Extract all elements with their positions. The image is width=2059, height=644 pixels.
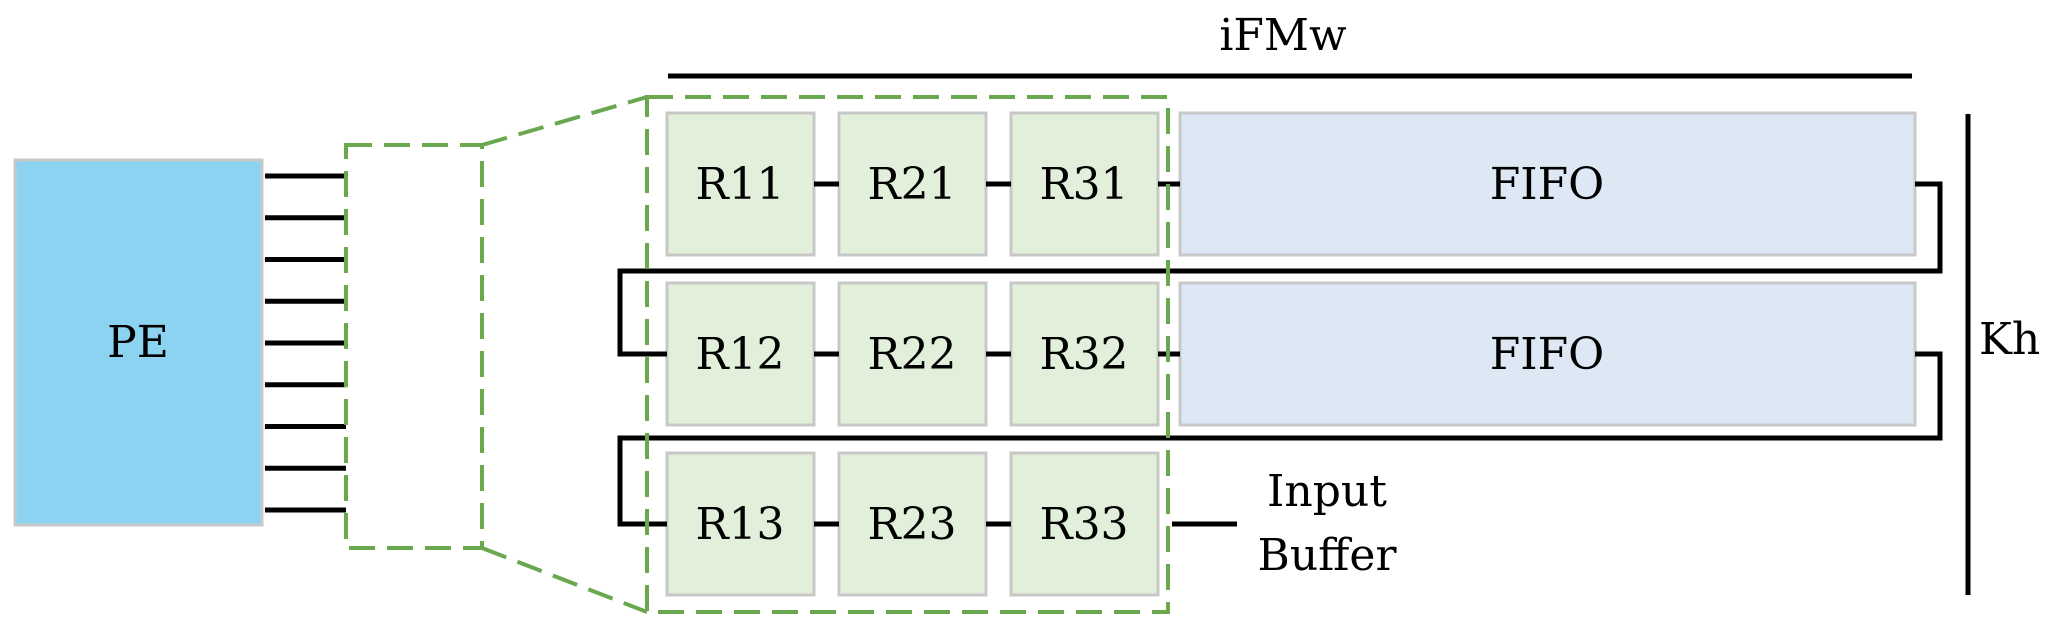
register-r32-label: R32 [1039, 329, 1128, 380]
register-r11 [665, 111, 816, 257]
fifo-row-2-label: FIFO [1490, 329, 1605, 380]
window-zoom-box [344, 143, 484, 550]
register-r21 [837, 111, 988, 257]
register-r23 [837, 451, 988, 597]
buffer-row-3: R13 R23 R33 [665, 451, 1160, 597]
register-r33 [1009, 451, 1160, 597]
register-r12 [665, 281, 816, 427]
width-label: iFMw [1219, 10, 1347, 61]
register-r32 [1009, 281, 1160, 427]
fifo-row-1 [1178, 111, 1917, 257]
register-r22 [837, 281, 988, 427]
register-r12-label: R12 [695, 329, 784, 380]
input-buffer-label-line1: Input [1267, 466, 1387, 517]
input-buffer-label-line2: Buffer [1257, 530, 1397, 581]
register-connections [814, 181, 1180, 527]
zoom-line-top [481, 95, 648, 147]
register-r11-label: R11 [695, 159, 784, 210]
register-r13-label: R13 [695, 499, 784, 550]
register-r13 [665, 451, 816, 597]
register-r31 [1009, 111, 1160, 257]
pe-input-arrows [264, 173, 346, 513]
zoom-line-bottom [481, 546, 648, 614]
register-r21-label: R21 [867, 159, 956, 210]
pe-label: PE [107, 317, 169, 368]
fifo-row-1-label: FIFO [1490, 159, 1605, 210]
register-r23-label: R23 [867, 499, 956, 550]
feedback-wire-row1-to-row2 [617, 181, 1943, 357]
feedback-wire-row2-to-row3 [617, 351, 1943, 527]
register-r33-label: R33 [1039, 499, 1128, 550]
pe-block: PE [13, 158, 264, 527]
register-r22-label: R22 [867, 329, 956, 380]
height-label: Kh [1979, 314, 2040, 365]
sliding-window-outline [645, 95, 1170, 614]
buffer-row-2: R12 R22 R32 FIFO [665, 281, 1917, 427]
register-r31-label: R31 [1039, 159, 1128, 210]
buffer-row-1: R11 R21 R31 FIFO [665, 111, 1917, 257]
